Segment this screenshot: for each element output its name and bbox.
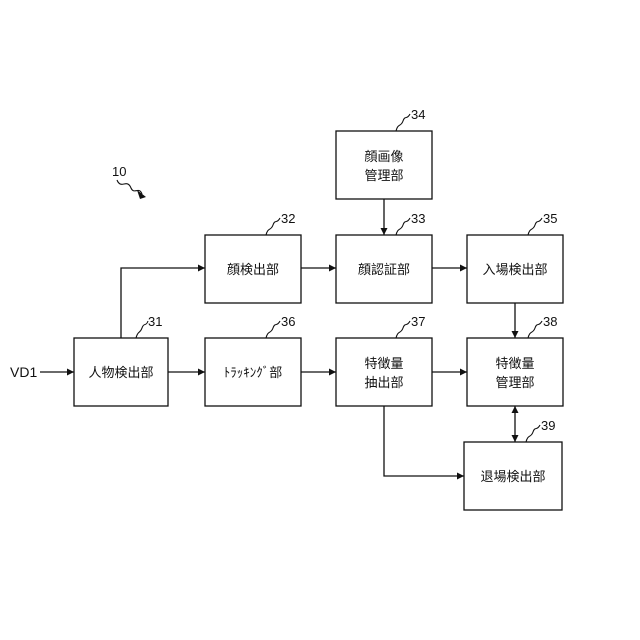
feature-management-ref: 38: [543, 314, 557, 329]
face-image-management-ref: 34: [411, 107, 425, 122]
feature-extraction-ref-leader: [396, 321, 410, 338]
feature-extraction-block: 特徴量 抽出部 37: [336, 314, 432, 406]
tracking-block: ﾄﾗｯｷﾝｸﾞ部 36: [205, 314, 301, 406]
tracking-ref: 36: [281, 314, 295, 329]
entry-detection-ref: 35: [543, 211, 557, 226]
face-image-management-ref-leader: [396, 114, 410, 131]
face-image-management-block: 顔画像 管理部 34: [336, 107, 432, 199]
feature-extraction-label-line1: 特徴量: [364, 357, 403, 372]
input-signal-label: VD1: [10, 364, 37, 380]
face-authentication-ref: 33: [411, 211, 425, 226]
entry-detection-label: 入場検出部: [482, 263, 547, 278]
arrow-feature-extraction-to-exit: [384, 406, 464, 476]
entry-detection-block: 入場検出部 35: [467, 211, 563, 303]
face-detection-ref: 32: [281, 211, 295, 226]
system-ref-label: 10: [112, 164, 126, 179]
tracking-label: ﾄﾗｯｷﾝｸﾞ部: [224, 366, 283, 381]
arrow-person-to-face-detection: [121, 268, 205, 338]
face-authentication-ref-leader: [396, 218, 410, 235]
feature-extraction-box: [336, 338, 432, 406]
face-detection-label: 顔検出部: [227, 263, 279, 278]
person-detection-ref: 31: [148, 314, 162, 329]
tracking-ref-leader: [266, 321, 280, 338]
exit-detection-block: 退場検出部 39: [464, 418, 562, 510]
person-detection-label: 人物検出部: [88, 366, 153, 381]
feature-management-label-line2: 管理部: [495, 376, 534, 391]
face-image-management-label-line2: 管理部: [364, 169, 403, 184]
face-image-management-label-line1: 顔画像: [364, 150, 403, 165]
exit-detection-ref: 39: [541, 418, 555, 433]
feature-extraction-ref: 37: [411, 314, 425, 329]
feature-extraction-label-line2: 抽出部: [364, 376, 403, 391]
face-authentication-label: 顔認証部: [358, 262, 410, 278]
entry-detection-ref-leader: [528, 218, 542, 235]
feature-management-box: [467, 338, 563, 406]
face-detection-block: 顔検出部 32: [205, 211, 301, 303]
exit-detection-ref-leader: [526, 425, 540, 442]
face-image-management-box: [336, 131, 432, 199]
system-ref-leader-arrowhead: [137, 190, 146, 199]
exit-detection-label: 退場検出部: [480, 470, 545, 485]
face-detection-ref-leader: [266, 218, 280, 235]
person-detection-ref-leader: [136, 321, 148, 338]
feature-management-label-line1: 特徴量: [495, 357, 534, 372]
feature-management-ref-leader: [528, 321, 542, 338]
